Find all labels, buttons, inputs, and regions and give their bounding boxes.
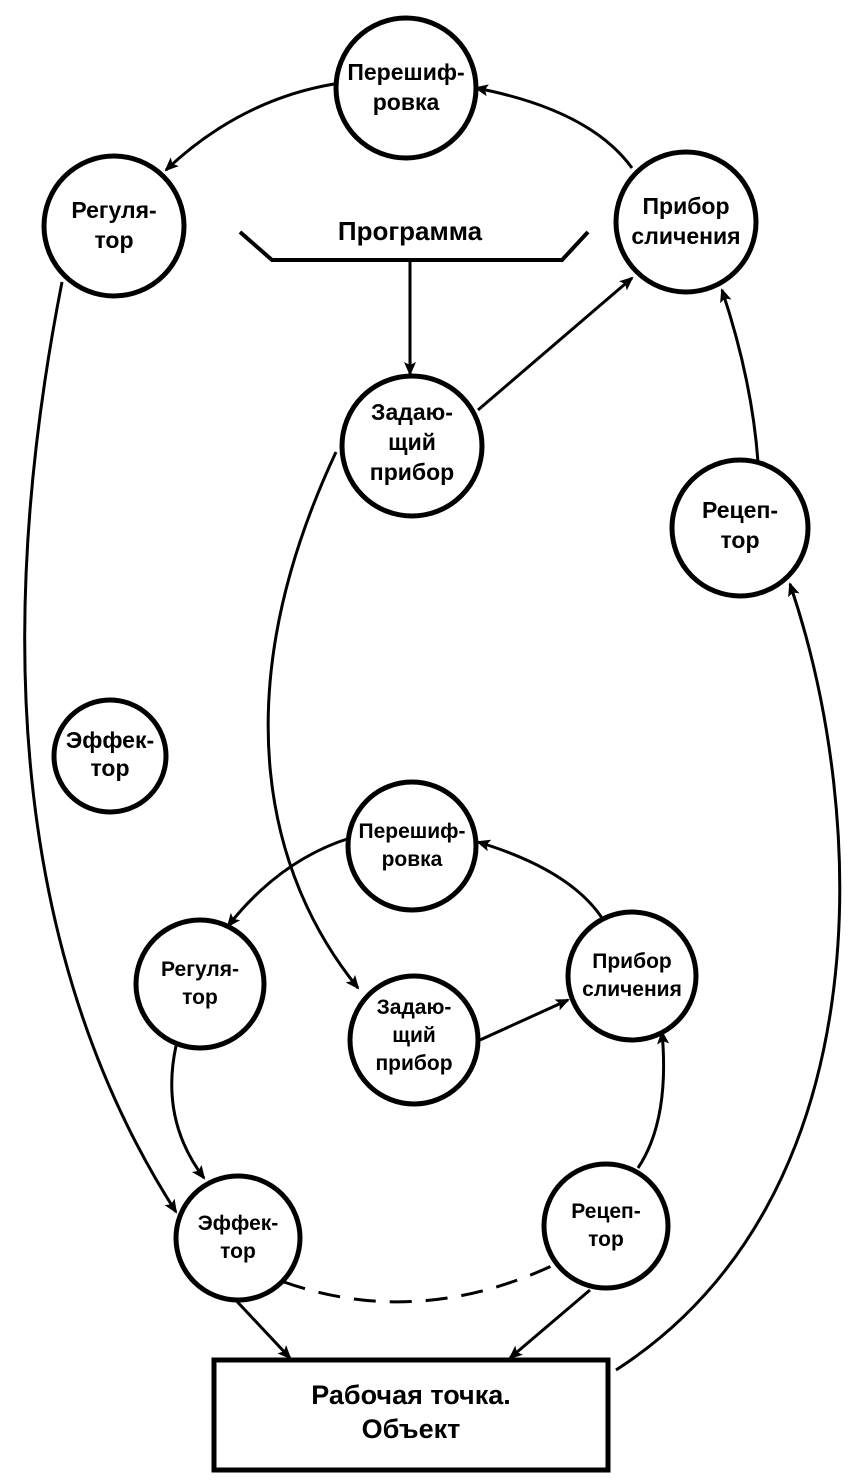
lower-reencoding-label-2: ровка [382,848,443,871]
upper-reencoding-label-2: ровка [373,89,440,115]
upper-receptor-node: Рецеп- тор [669,457,811,599]
lower-reencoding-label-1: Перешиф- [358,820,465,843]
upper-setter-label-3: прибор [370,459,454,485]
upper-setter-node: Задаю- щий прибор [339,373,485,519]
edge-effector-receptor-dashed [283,1260,561,1304]
program-bracket [238,230,590,262]
lower-regulator-label-2: тор [182,986,218,1009]
lower-effector-label-1: Эффек- [198,1212,279,1235]
upper-receptor-label-2: тор [720,527,759,553]
upper-regulator-label-2: тор [94,227,133,253]
program-block: Программа [238,216,590,262]
lower-reencoding-node: Перешиф- ровка [345,779,479,913]
lower-effector-node: Эффек- тор [173,1173,303,1303]
edge-upper-reencoding-to-regulator [164,82,335,172]
lower-comparator-label-1: Прибор [592,950,671,973]
upper-setter-label-1: Задаю- [371,399,453,425]
upper-effector-label-1: Эффек- [66,727,154,753]
edge-lower-reencoding-to-regulator [226,836,351,928]
lower-comparator-label-2: сличения [582,978,682,1001]
lower-regulator-node: Регуля- тор [133,917,267,1051]
edge-lower-setter-to-comparator [479,998,570,1042]
upper-comparator-node: Прибор сличения [613,149,759,295]
upper-receptor-label-1: Рецеп- [702,497,778,523]
lower-comparator-node: Прибор сличения [565,909,699,1043]
upper-effector-node: Эффек- тор [51,697,169,815]
edge-object-to-upper-receptor [615,582,842,1372]
edge-upper-regulator-to-lower-effector [23,281,178,1214]
lower-setter-node: Задаю- щий прибор [347,973,481,1107]
upper-comparator-label-1: Прибор [642,193,729,219]
edge-lower-regulator-to-effector [170,1045,206,1180]
object-label-1: Рабочая точка. [311,1380,511,1410]
edge-lower-effector-to-object [228,1292,292,1360]
object-box: Рабочая точка. Объект [211,1357,611,1473]
upper-comparator-label-2: сличения [631,223,740,249]
upper-regulator-label-1: Регуля- [71,197,156,223]
upper-effector-label-2: тор [90,755,129,781]
lower-setter-label-1: Задаю- [377,996,452,1019]
edge-upper-setter-to-lower-setter [266,451,360,990]
program-label: Программа [338,216,483,246]
lower-setter-label-2: щий [392,1024,436,1047]
upper-setter-label-2: щий [388,429,436,455]
edge-lower-receptor-to-object [508,1288,591,1360]
lower-receptor-label-2: тор [588,1228,624,1251]
upper-reencoding-label-1: Перешиф- [347,59,464,85]
edge-lower-receptor-to-comparator [636,1030,670,1169]
lower-receptor-label-1: Рецеп- [571,1200,640,1223]
lower-effector-label-2: тор [220,1240,256,1263]
object-label-2: Объект [362,1414,461,1444]
upper-regulator-node: Регуля- тор [41,153,187,299]
edge-upper-setter-to-comparator [477,276,634,412]
upper-reencoding-node: Перешиф- ровка [333,15,479,161]
lower-setter-label-3: прибор [375,1052,452,1075]
edge-lower-comparator-to-reencoding [476,839,604,919]
lower-regulator-label-1: Регуля- [161,958,239,981]
edge-upper-receptor-to-comparator [720,288,760,463]
lower-receptor-node: Рецеп- тор [541,1161,671,1291]
edge-upper-comparator-to-reencoding [474,84,634,169]
